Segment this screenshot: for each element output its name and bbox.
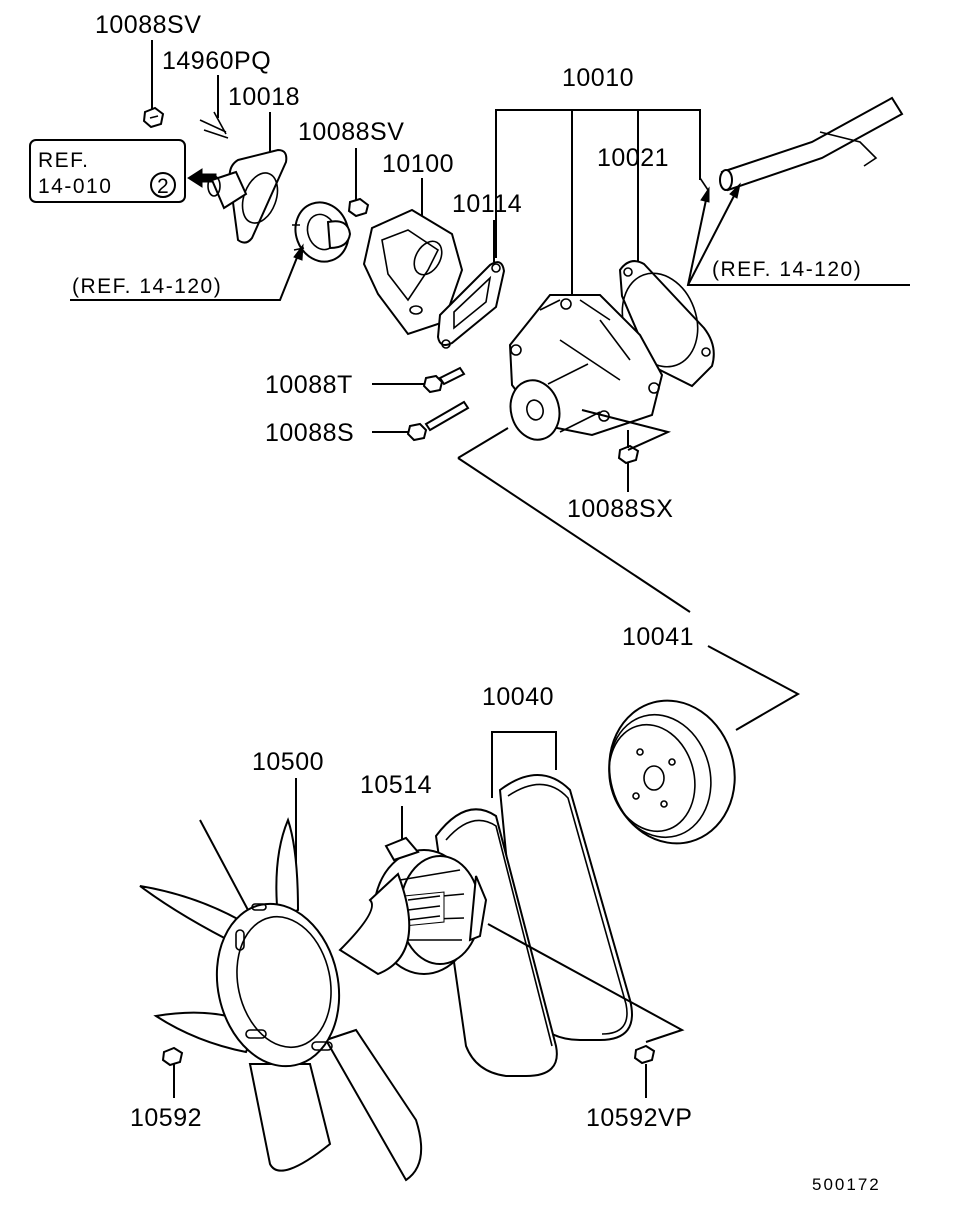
gasket-10114[interactable] xyxy=(436,220,506,349)
bolt-10088sx[interactable] xyxy=(581,409,672,492)
pulley-10041[interactable] xyxy=(593,686,750,857)
ref-box-line1: REF. xyxy=(38,149,90,172)
label-10088s: 10088S xyxy=(265,419,354,447)
bolt-10088s[interactable] xyxy=(372,400,470,442)
water-pump-10010[interactable] xyxy=(504,294,664,445)
bolt-10088sv-mid[interactable] xyxy=(347,148,370,218)
ref-box-line2: 14-010 xyxy=(38,175,112,198)
bracket-10010 xyxy=(495,109,701,295)
label-14960pq: 14960PQ xyxy=(162,47,271,75)
ref-14-120-left-leader[interactable] xyxy=(70,243,304,301)
thermostat[interactable] xyxy=(287,195,356,269)
label-10040: 10040 xyxy=(482,683,554,711)
label-10088sv-mid: 10088SV xyxy=(298,118,404,146)
label-10041: 10041 xyxy=(622,623,694,651)
label-10088sx: 10088SX xyxy=(567,495,673,523)
label-10500: 10500 xyxy=(252,748,324,776)
water-pipe[interactable] xyxy=(699,96,904,192)
fan-10500[interactable] xyxy=(139,778,423,1182)
label-10010: 10010 xyxy=(562,64,634,92)
ref-box-circle-number: 2 xyxy=(157,175,170,198)
label-10592: 10592 xyxy=(130,1104,202,1132)
bolt-10088t[interactable] xyxy=(372,366,466,394)
pulley-leader-10041 xyxy=(457,427,801,731)
belt-bracket-10040 xyxy=(491,731,557,798)
label-10018: 10018 xyxy=(228,83,300,111)
bolt-10592vp[interactable] xyxy=(487,923,685,1098)
label-10088t: 10088T xyxy=(265,371,353,399)
label-10100: 10100 xyxy=(382,150,454,178)
arrow-to-ref-box-icon xyxy=(187,168,217,188)
bolt-10592[interactable] xyxy=(161,1046,184,1098)
label-10592vp: 10592VP xyxy=(586,1104,692,1132)
label-10114: 10114 xyxy=(452,190,522,218)
ref-left-14-120: (REF. 14-120) xyxy=(72,275,222,298)
clip-14960pq[interactable] xyxy=(199,75,229,139)
footer-code: 500172 xyxy=(812,1175,881,1194)
thermostat-housing-10018[interactable] xyxy=(207,112,288,244)
bolt-10088sv-top[interactable] xyxy=(142,40,165,129)
ref-14-120-right-leader[interactable] xyxy=(686,182,910,286)
label-10088sv-top: 10088SV xyxy=(95,11,201,39)
ref-right-14-120: (REF. 14-120) xyxy=(712,258,862,281)
label-10514: 10514 xyxy=(360,771,432,799)
label-10021: 10021 xyxy=(597,144,669,172)
ref-box-14-010[interactable] xyxy=(29,139,186,203)
